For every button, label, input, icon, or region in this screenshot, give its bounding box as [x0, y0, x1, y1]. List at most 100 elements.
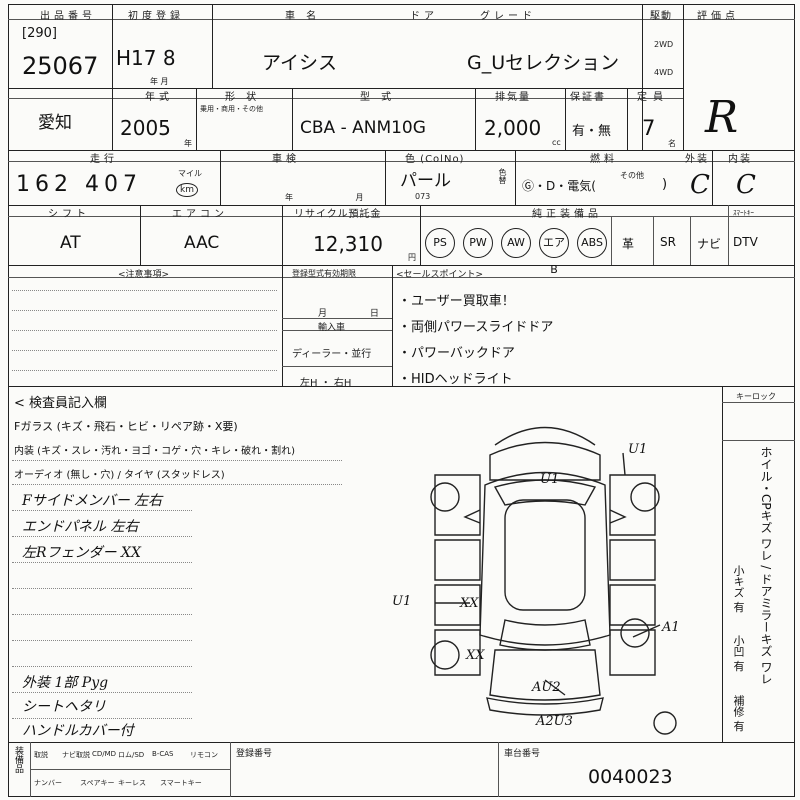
- drive-2wd: 2WD: [654, 40, 674, 49]
- ac-label: エアコン: [172, 209, 228, 220]
- sales-point-4: ・HIDヘッドライト: [398, 372, 513, 387]
- keylock-label: キーロック: [736, 392, 776, 401]
- windshield: [493, 479, 597, 506]
- score-label: 評価点: [697, 11, 739, 22]
- legend-mark-2: 小凹 有: [732, 635, 745, 672]
- model-year: 2005: [120, 116, 171, 140]
- sheet-frame: [8, 4, 795, 797]
- equipment-item: AW: [501, 228, 531, 258]
- right-front-fender: [609, 474, 656, 536]
- inspector-title: < 検査員記入欄: [14, 396, 108, 411]
- equipment-item: ナビ: [697, 237, 722, 251]
- interior-grade: C: [736, 170, 756, 200]
- rear-hatch: [489, 649, 601, 701]
- legend-mark-3: 補修 有: [732, 695, 745, 732]
- model-label: 型 式: [360, 92, 396, 103]
- spare-wheel: [653, 711, 677, 735]
- footer-top-item: ロム/SD: [118, 751, 145, 759]
- sales-point-1: ・ユーザー買取車！: [398, 294, 515, 309]
- mileage-label: 走行: [90, 154, 118, 165]
- form-sub: 乗用・商用・その他: [200, 105, 263, 113]
- caution-label: <注意事項>: [118, 270, 170, 280]
- wheel-left-rear: [430, 640, 460, 670]
- score-value: R: [705, 92, 739, 143]
- first-reg-label: 初度登録: [128, 11, 184, 22]
- hand-note-1: Fサイドメンバー 左右: [22, 493, 163, 509]
- capacity-label: 定員: [637, 92, 669, 103]
- model-code: CBA - ANM10G: [300, 118, 426, 138]
- warranty: 有・無: [572, 124, 612, 139]
- mileage: 162 407: [16, 172, 142, 197]
- car-damage-diagram: [430, 426, 677, 735]
- expiry-label: 登録型式有効期限: [292, 269, 356, 278]
- color: パール: [400, 171, 451, 191]
- shift-label: シフト: [48, 209, 90, 220]
- steering: 左H ・ 右H: [300, 378, 352, 389]
- year-label: 年式: [145, 92, 173, 103]
- right-mirror: [609, 509, 627, 524]
- footer-bottom-item: ナンバー: [34, 779, 62, 787]
- wheel-right-rear: [620, 618, 650, 648]
- footer-bottom-item: スマートキー: [160, 779, 202, 787]
- displacement-unit: cc: [552, 138, 561, 147]
- equipment-item: PW: [463, 228, 493, 258]
- fuel-close: ): [662, 177, 668, 192]
- left-front-door: [434, 539, 481, 581]
- displacement-label: 排気量: [495, 92, 531, 103]
- import-label: 輸入車: [318, 323, 346, 333]
- mileage-unit-km: km: [176, 183, 198, 197]
- exterior-grade: C: [690, 170, 710, 200]
- lot-label: 出品番号: [40, 11, 96, 22]
- capacity-unit: 名: [668, 139, 676, 148]
- wheel-right-front: [630, 482, 660, 512]
- interior-label: 内装: [728, 154, 752, 165]
- footer-top-item: B-CAS: [152, 750, 174, 758]
- form-label: 形 状: [225, 92, 261, 103]
- damage-mark-right-rear-fender: A1: [662, 620, 680, 635]
- vin-label: 車台番号: [504, 749, 541, 759]
- rear-glass: [499, 619, 591, 651]
- mileage-unit-mile: マイル: [178, 169, 202, 178]
- hand-note-2: エンドパネル 左右: [22, 519, 139, 535]
- front-bumper-shape: [494, 426, 596, 446]
- hand-note-5: シートヘタリ: [22, 699, 106, 715]
- vin: 0040023: [588, 766, 673, 788]
- hand-note-3: 左Rフェンダー XX: [22, 545, 141, 561]
- damage-mark-rear-bumper: AU2: [532, 680, 561, 695]
- recycle-unit: 円: [408, 253, 416, 262]
- smart-key-label: ｽﾏｰﾄｷｰ: [733, 209, 754, 217]
- drive-label: 駆動: [650, 11, 672, 22]
- reg-number-label: 登録番号: [236, 749, 273, 759]
- equipment-item: PS: [425, 228, 455, 258]
- glass-line: Fガラス (キズ・飛石・ヒビ・リペア跡・X要): [14, 420, 238, 433]
- fuel: Ⓖ・D・電気(: [522, 179, 596, 193]
- exterior-label: 外装: [685, 154, 709, 165]
- hood-shape: [489, 441, 601, 481]
- equipment-item: ABS: [577, 228, 607, 258]
- left-front-fender: [434, 474, 481, 536]
- damage-mark-left-rear-door: XX: [460, 596, 479, 611]
- lot-number: 25067: [22, 52, 99, 80]
- damage-mark-left-quarter: XX: [466, 648, 485, 663]
- footer-top-item: リモコン: [190, 751, 218, 759]
- sales-label: <セールスポイント>: [396, 270, 484, 280]
- right-quarter: [609, 629, 656, 676]
- hand-note-4: 外装 1部 Pyg: [22, 675, 109, 691]
- equipment-label: 純正装備品: [532, 209, 602, 220]
- recycle-label: リサイクル預託金: [294, 209, 382, 220]
- interior-line: 内装 (キズ・スレ・汚れ・ヨゴ・コゲ・穴・キレ・破れ・割れ): [14, 446, 295, 457]
- expiry-unit: 月 日: [318, 309, 379, 319]
- grade: G_Uセレクション: [467, 52, 620, 74]
- damage-mark-rear-lower: A2U3: [536, 714, 573, 729]
- footer-bottom-item: スペアキー: [80, 779, 115, 787]
- car-name-label: 車 名: [285, 11, 321, 22]
- fuel-other: その他: [620, 171, 644, 180]
- footer-top-item: CD/MD: [92, 750, 117, 758]
- color-change: 色替: [498, 168, 507, 184]
- grade-label: グレード: [480, 11, 536, 22]
- warranty-label: 保証書: [570, 92, 606, 103]
- shaken-label: 車検: [272, 154, 300, 165]
- color-code: 073: [415, 192, 431, 201]
- door-label: ドア: [410, 11, 438, 22]
